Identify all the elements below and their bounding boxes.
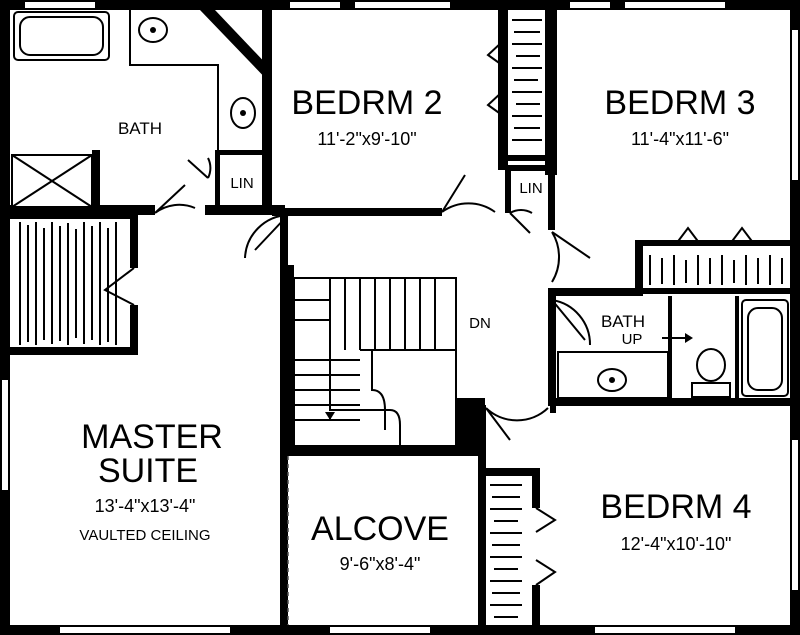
bathtub — [741, 299, 789, 397]
bedrm3-dims: 11'-4"x11'-6" — [631, 129, 729, 149]
door-closet-master — [103, 267, 135, 306]
door-bedrm4 — [485, 407, 549, 441]
closet-master — [19, 222, 117, 345]
alcove-dims: 9'-6"x8'-4" — [340, 554, 421, 574]
master-bath-fixtures — [11, 10, 256, 208]
door-master-suite — [244, 214, 289, 259]
closet-bedrm3 — [649, 255, 783, 285]
staircase — [293, 277, 457, 447]
bedrm2-label: BEDRM 2 — [291, 84, 442, 122]
door-bedrm2 — [441, 174, 496, 213]
interior-walls — [10, 10, 790, 625]
vanity-counter — [557, 351, 669, 399]
door-bedrm3 — [551, 231, 591, 283]
closet-bedrm2 — [512, 19, 542, 141]
alcove-label: ALCOVE — [311, 510, 449, 548]
master-note: VAULTED CEILING — [79, 527, 210, 544]
bedrm2-dims: 11'-2"x9'-10" — [317, 129, 416, 149]
master-label-line1: MASTER — [81, 418, 223, 456]
door-lin-2 — [509, 209, 533, 234]
hall-bath-fixtures — [557, 299, 789, 399]
toilet-bowl — [696, 348, 726, 382]
vanity-counter — [129, 10, 219, 150]
labels: BATH LIN BEDRM 2 11'-2"x9'-10" BEDRM 3 1… — [79, 84, 755, 574]
dn-label: DN — [469, 315, 491, 332]
master-dims: 13'-4"x13'-4" — [95, 496, 196, 516]
door-hall-bath — [551, 299, 592, 346]
bath-hall-label: BATH — [601, 312, 645, 331]
door-closet-bedrm3 — [675, 226, 755, 245]
bathtub — [13, 11, 110, 61]
doors — [103, 41, 755, 586]
door-lin-1 — [187, 157, 212, 179]
door-closet-bedrm4 — [535, 507, 557, 586]
lin-1-label: LIN — [230, 175, 253, 192]
door-master-bath — [154, 184, 196, 214]
door-closet-bedrm2 — [486, 41, 503, 116]
closet-hatching — [19, 19, 783, 618]
bedrm3-label: BEDRM 3 — [604, 84, 755, 122]
bedrm4-dims: 12'-4"x10'-10" — [621, 534, 732, 554]
bath-master-label: BATH — [118, 119, 162, 138]
up-arrow — [662, 333, 693, 343]
toilet-tank — [691, 382, 731, 398]
bedrm4-label: BEDRM 4 — [600, 488, 751, 526]
closet-bedrm4 — [490, 484, 522, 618]
master-label-line2: SUITE — [98, 452, 198, 490]
lin-2-label: LIN — [519, 180, 542, 197]
up-label: UP — [622, 331, 643, 348]
